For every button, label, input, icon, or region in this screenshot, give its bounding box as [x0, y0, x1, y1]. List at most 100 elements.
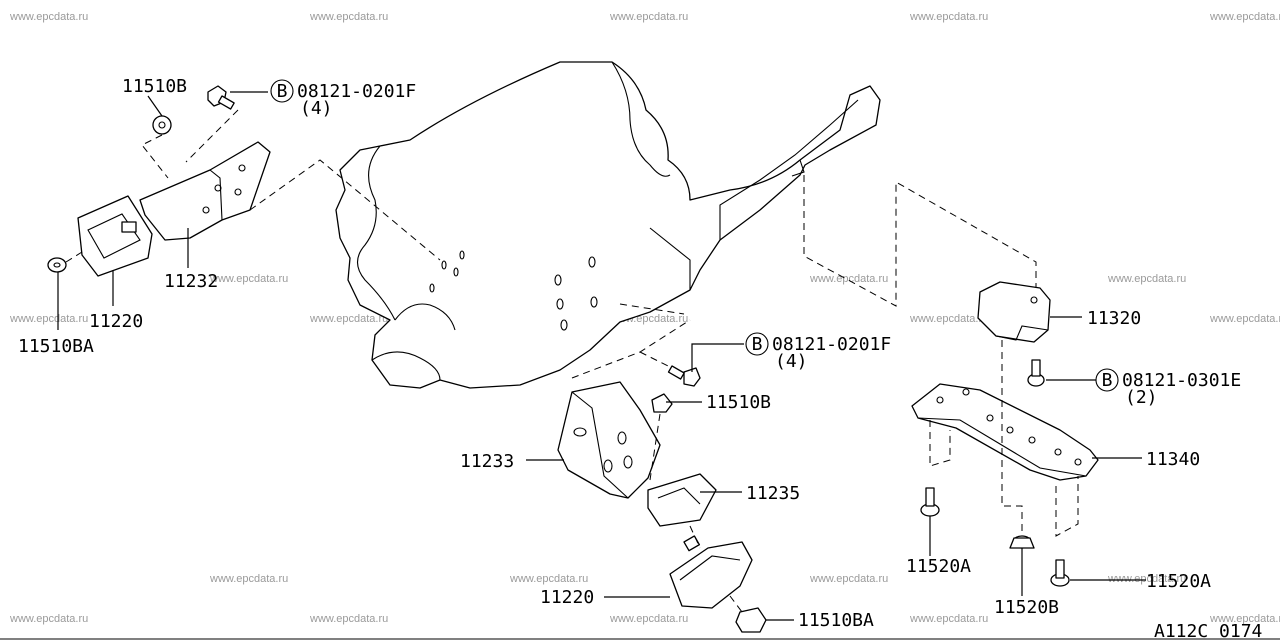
insulator-11320	[977, 281, 1051, 343]
label-bolt-right-qty: (2)	[1125, 387, 1158, 408]
engine-contour	[371, 351, 441, 381]
bolt-hole	[429, 283, 435, 293]
assembly-line	[639, 351, 673, 369]
watermark: www.epcdata.ru	[909, 613, 988, 625]
bolt-symbol-icon	[1095, 368, 1119, 392]
watermark: www.epcdata.ru	[809, 273, 888, 285]
crossmember-hole	[962, 388, 970, 396]
watermark: www.epcdata.ru	[9, 613, 88, 625]
bellhousing-contour	[611, 61, 671, 177]
bolt-hole	[590, 296, 598, 308]
part-labels: 11510B B 08121-0201F (4) 11232 11220 115…	[18, 76, 1262, 642]
label-11510ba-bottom: 11510BA	[798, 610, 874, 631]
crossmember-hole	[1054, 448, 1062, 456]
bracket-hole	[234, 188, 242, 196]
watermark: www.epcdata.ru	[909, 313, 988, 325]
crossmember-edge	[917, 417, 1087, 477]
bolt-shank	[1031, 359, 1041, 377]
left-mount-group	[47, 85, 441, 277]
bolt-symbol-label: B	[277, 81, 288, 102]
insulator-hole	[1030, 296, 1038, 304]
nut-11510b-top	[152, 115, 172, 135]
drawing-code: A112C 0174	[1154, 621, 1262, 640]
assembly-line	[65, 251, 83, 263]
label-11520a-left: 11520A	[906, 556, 971, 577]
watermark: www.epcdata.ru	[1209, 313, 1280, 325]
watermark: www.epcdata.ru	[309, 613, 388, 625]
label-11520b: 11520B	[994, 597, 1059, 618]
bellhousing-contour	[649, 227, 691, 290]
nut-bore	[158, 121, 166, 129]
heat-shield-11235	[647, 473, 717, 527]
middle-mount-group	[557, 303, 767, 633]
transmission-contour	[719, 99, 859, 240]
bolt-symbol-icon	[745, 332, 769, 356]
label-bolt-mid-qty: (4)	[775, 351, 808, 372]
bracket-hole	[573, 427, 587, 437]
insulator-face	[87, 213, 141, 259]
watermark: www.epcdata.ru	[509, 573, 588, 585]
right-crossmember-group	[803, 175, 1099, 587]
label-11235: 11235	[746, 483, 800, 504]
crossmember-hole	[1028, 436, 1036, 444]
leader-lines	[57, 91, 1146, 621]
bracket-11232	[139, 141, 271, 241]
bracket-hole	[202, 206, 210, 214]
bolt-shank	[925, 487, 935, 507]
bracket-edge	[571, 391, 629, 499]
bolt-hole	[560, 319, 568, 331]
nut-11510ba-left	[47, 257, 67, 273]
watermark: www.epcdata.ru	[809, 573, 888, 585]
shield-edge	[657, 487, 701, 505]
engine-contour	[356, 145, 396, 321]
insulator-edge	[995, 325, 1049, 341]
label-bolt-right-code: 08121-0301E	[1122, 370, 1241, 391]
bolt-symbol-circles	[270, 79, 1119, 392]
label-bolt-top-qty: (4)	[300, 98, 333, 119]
transmission-contour	[791, 159, 805, 177]
insulator-11220-left	[77, 195, 153, 277]
watermark: www.epcdata.ru	[909, 11, 988, 23]
bolt-icon	[667, 365, 701, 387]
watermark: www.epcdata.ru	[609, 613, 688, 625]
assembly-line	[619, 303, 685, 315]
label-bolt-mid-code: 08121-0201F	[772, 334, 891, 355]
bolt-icon	[207, 85, 235, 110]
bolt-head	[1009, 537, 1035, 549]
bracket-hole	[623, 455, 633, 469]
bolt-holes	[429, 250, 598, 331]
crossmember-hole	[936, 396, 944, 404]
insulator-11220-bottom	[669, 541, 753, 609]
label-11510b-mid: 11510B	[706, 392, 771, 413]
crossmember-hole	[986, 414, 994, 422]
crossmember-hole	[1006, 426, 1014, 434]
watermark: www.epcdata.ru	[609, 11, 688, 23]
insulator-stud	[121, 221, 137, 233]
label-bolt-top-code: 08121-0201F	[297, 81, 416, 102]
watermark: www.epcdata.ru	[209, 273, 288, 285]
label-11340: 11340	[1146, 449, 1200, 470]
engine-block	[335, 61, 881, 389]
assembly-line	[141, 134, 169, 179]
label-11232: 11232	[164, 271, 218, 292]
assembly-line	[249, 159, 441, 261]
label-11220-left: 11220	[89, 311, 143, 332]
watermark: www.epcdata.ru	[209, 573, 288, 585]
bolt-hole	[459, 250, 465, 260]
crossmember-11340	[911, 383, 1099, 481]
bracket-hole	[617, 431, 627, 445]
label-11520a-right: 11520A	[1146, 571, 1211, 592]
watermark: www.epcdata.ru	[9, 11, 88, 23]
bolt-hole	[556, 298, 564, 310]
nut-11510b-mid	[651, 393, 673, 413]
watermark: www.epcdata.ru	[1209, 11, 1280, 23]
bracket-hole	[603, 459, 613, 473]
watermark: www.epcdata.ru	[9, 313, 88, 325]
insulator-face	[679, 555, 741, 581]
label-11510ba-left: 11510BA	[18, 336, 94, 357]
assembly-line	[185, 109, 239, 163]
bolt-symbol-icon	[270, 79, 294, 103]
assembly-line	[1055, 476, 1079, 537]
bolt-symbol-label: B	[752, 334, 763, 355]
